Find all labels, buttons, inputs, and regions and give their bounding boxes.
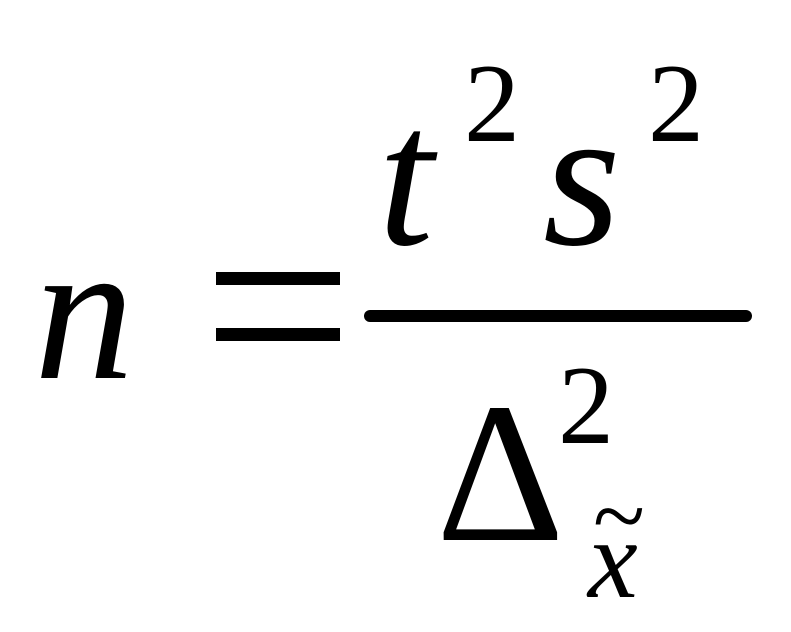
fraction-bar [364,310,752,322]
denominator-subscript-x: x [588,498,638,622]
subscript-tilde-accent: ~ [593,462,645,569]
numerator-t-exponent: 2 [464,42,520,166]
equals-sign-top-bar [216,272,340,285]
numerator-variable-s: s [543,67,621,288]
variable-n: n [34,201,134,422]
numerator-variable-t: t [378,67,434,288]
denominator-delta: Δ [436,363,565,584]
denominator-delta-exponent: 2 [558,344,614,468]
equals-sign-bottom-bar [216,328,340,341]
numerator-s-exponent: 2 [648,42,704,166]
